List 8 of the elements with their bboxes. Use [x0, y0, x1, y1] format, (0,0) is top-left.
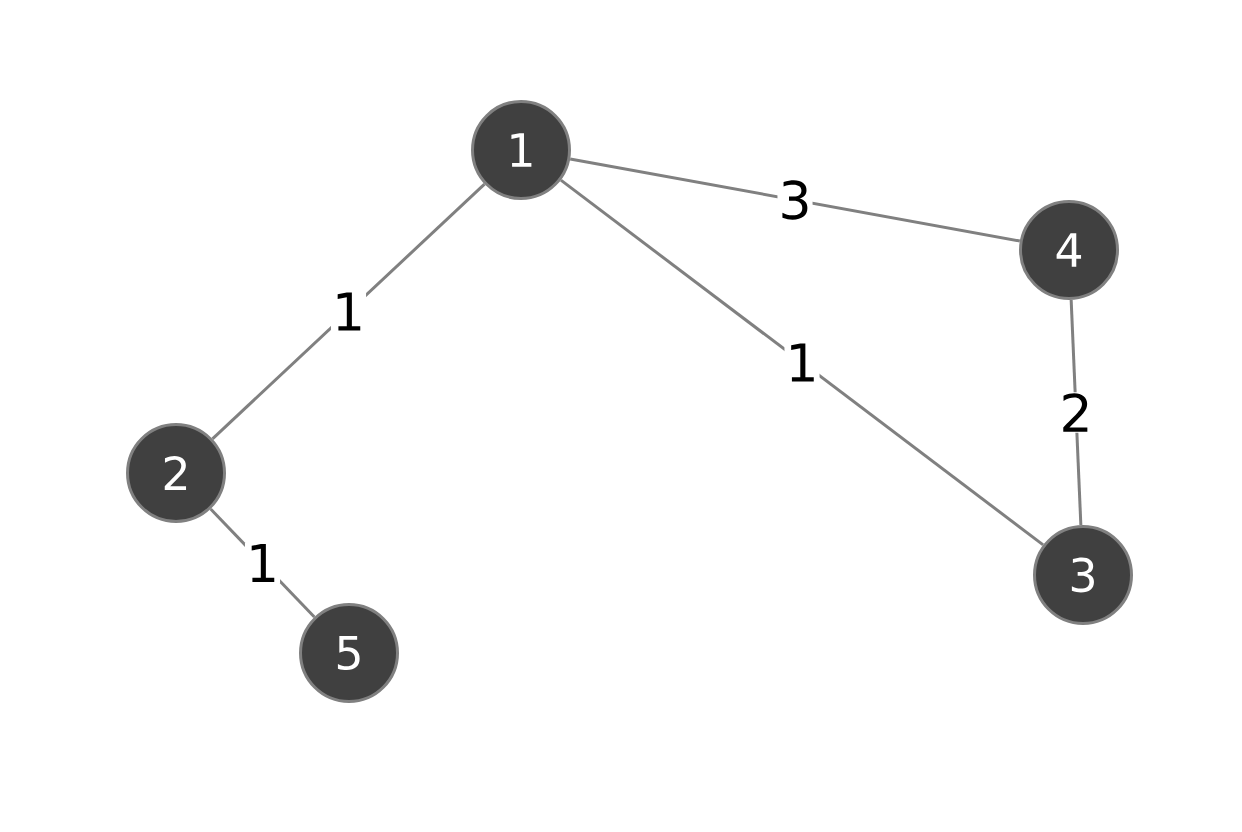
edge-line [211, 183, 486, 440]
edge-label: 2 [1058, 392, 1094, 433]
edge-label: 3 [777, 179, 813, 221]
edge-line [569, 157, 1021, 243]
edge-label: 1 [244, 543, 281, 583]
edge-line [560, 178, 1045, 547]
edge-label: 1 [330, 291, 367, 332]
edge-label: 1 [784, 342, 820, 383]
